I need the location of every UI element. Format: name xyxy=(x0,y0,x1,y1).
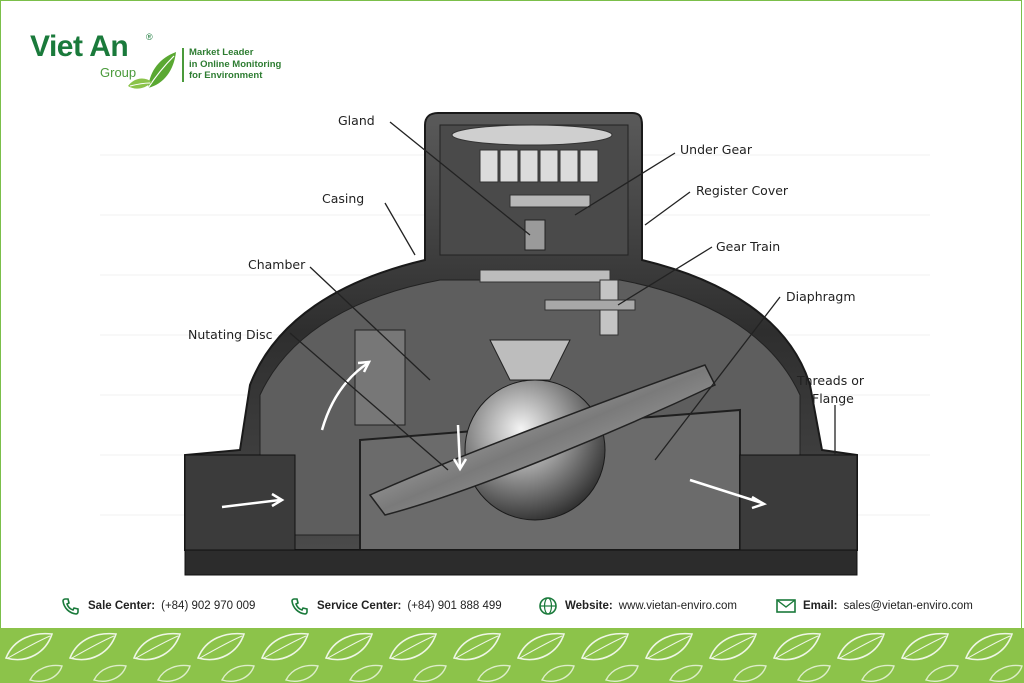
tagline-line: Market Leader xyxy=(189,47,254,58)
strainer-screen xyxy=(354,329,406,426)
label-under-gear: Under Gear xyxy=(680,142,752,157)
mail-icon xyxy=(776,599,796,613)
brand-tagline: Market Leader in Online Monitoring for E… xyxy=(189,47,281,82)
leader-lines xyxy=(289,121,836,471)
tagline-line: in Online Monitoring xyxy=(189,58,282,70)
label-gear-train: Gear Train xyxy=(716,239,781,254)
under-gear xyxy=(509,194,591,208)
contact-website[interactable]: Website: www.vietan-enviro.com xyxy=(537,596,737,616)
contact-value: (+84) 901 888 499 xyxy=(407,600,502,612)
register-wheels xyxy=(479,149,599,183)
contact-label: Sale Center: xyxy=(88,600,156,612)
phone-icon xyxy=(62,598,79,615)
registered-mark: ® xyxy=(146,32,153,42)
brand-group: Group xyxy=(100,65,137,80)
label-register-cover: Register Cover xyxy=(696,183,789,198)
contact-value: (+84) 902 970 009 xyxy=(161,600,256,612)
contact-label: Service Center: xyxy=(317,600,402,612)
label-diaphragm: Diaphragm xyxy=(786,289,856,304)
brand-name: Viet An xyxy=(30,30,129,63)
brand-logo[interactable]: Viet An ® Group xyxy=(30,30,190,100)
gear-train-top xyxy=(479,269,611,283)
contact-value: www.vietan-enviro.com xyxy=(618,600,737,612)
base-plate xyxy=(184,549,858,576)
meter-cutaway-diagram: Gland Under Gear Register Cover Casing G… xyxy=(100,95,930,590)
gland-shaft xyxy=(524,219,546,251)
label-nutating-disc: Nutating Disc xyxy=(188,327,273,342)
leaf-pattern-band xyxy=(0,628,1024,683)
register-dial xyxy=(451,124,613,146)
leaf-pattern-icon xyxy=(0,628,1024,683)
contact-email[interactable]: Email: sales@vietan-enviro.com xyxy=(775,596,973,616)
contact-label: Email: xyxy=(803,600,838,612)
spindle-cone xyxy=(489,339,571,381)
globe-icon xyxy=(539,597,557,615)
tagline-divider xyxy=(182,48,184,82)
tagline-line: for Environment xyxy=(189,70,263,81)
meter-illustration xyxy=(100,112,930,576)
flow-arrows xyxy=(221,360,768,510)
phone-icon xyxy=(291,598,308,615)
label-chamber: Chamber xyxy=(248,257,306,272)
contact-label: Website: xyxy=(565,600,613,612)
nutating-disc xyxy=(368,364,717,516)
label-threads-or: Threads or xyxy=(797,373,864,388)
contact-sale-center[interactable]: Sale Center: (+84) 902 970 009 xyxy=(60,596,255,616)
label-gland: Gland xyxy=(338,113,375,128)
contact-value: sales@vietan-enviro.com xyxy=(843,600,973,612)
label-flange: Flange xyxy=(812,391,854,406)
contact-service-center[interactable]: Service Center: (+84) 901 888 499 xyxy=(289,596,502,616)
gear-train-arm xyxy=(544,299,636,311)
label-casing: Casing xyxy=(322,191,365,206)
leaf-icon xyxy=(128,52,176,89)
